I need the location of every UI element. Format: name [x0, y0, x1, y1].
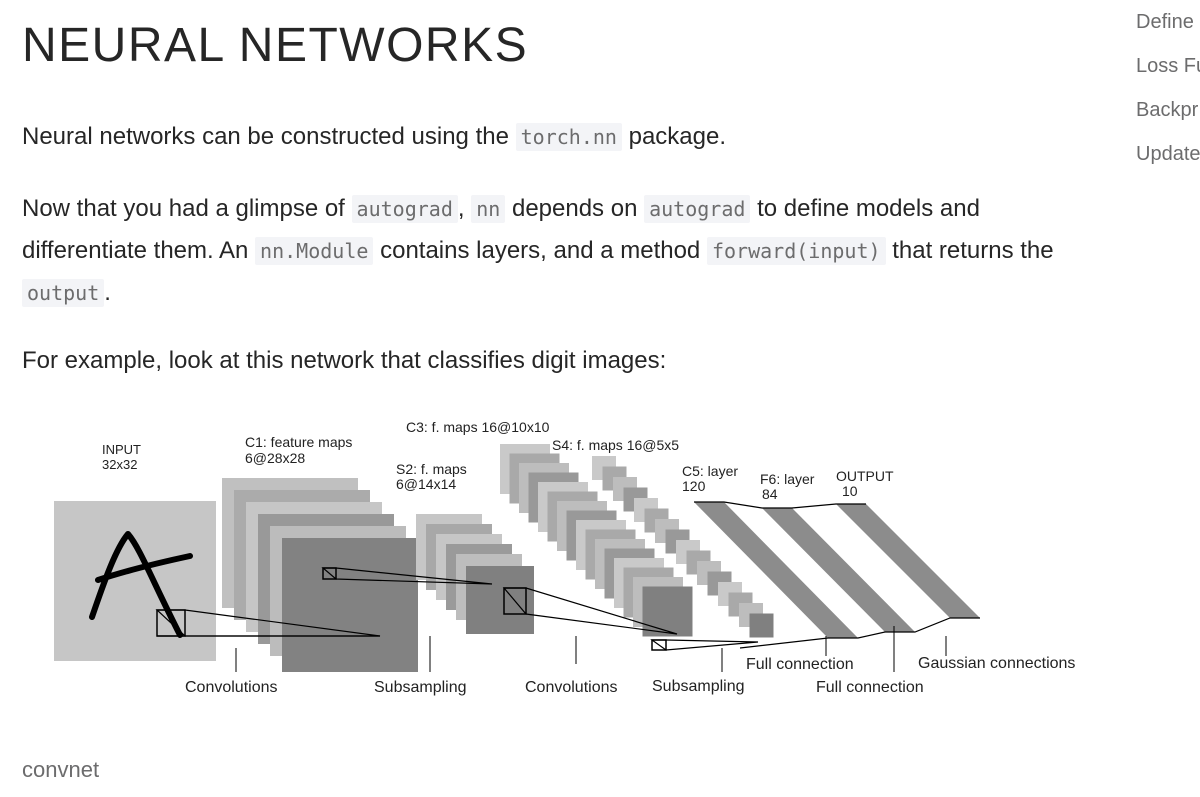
op-subsampling-label-1: Subsampling	[374, 679, 467, 696]
text-span: Now that you had a glimpse of	[22, 195, 352, 222]
inline-code: forward(input)	[706, 237, 886, 265]
op-convolutions-label-1: Convolutions	[185, 679, 278, 696]
full-connection-top-edge	[694, 501, 866, 509]
convnet-diagram: INPUT 32x32 C1: feature maps 6@28x28 S2:…	[54, 419, 1075, 696]
s2-size-label: 6@14x14	[396, 476, 456, 492]
table-of-contents: Define Loss Fu Backpr Update	[1136, 0, 1200, 176]
inline-code: nn	[471, 195, 506, 223]
input-size-label: 32x32	[102, 457, 137, 472]
input-image	[54, 501, 216, 661]
inline-code: autograd	[351, 195, 458, 223]
toc-item-backprop[interactable]: Backpr	[1136, 99, 1199, 121]
s4-label: S4: f. maps 16@5x5	[552, 437, 679, 453]
f6-size-label: 84	[762, 486, 778, 502]
text-span: to define models and differentiate them.…	[22, 195, 980, 264]
inline-code: torch.nn	[515, 123, 622, 151]
c1-size-label: 6@28x28	[245, 450, 305, 466]
op-convolutions-label-2: Convolutions	[525, 679, 618, 696]
c5-label: C5: layer	[682, 463, 738, 479]
page-title: NEURAL NETWORKS	[22, 19, 529, 72]
inline-code: output	[22, 279, 105, 307]
c1-map-6	[282, 538, 418, 672]
f6-label: F6: layer	[760, 471, 815, 487]
text-span: depends on	[505, 195, 645, 222]
op-subsampling-label-2: Subsampling	[652, 678, 745, 695]
toc-item-loss-function[interactable]: Loss Fu	[1136, 55, 1200, 77]
inline-code: autograd	[644, 195, 751, 223]
output-size-label: 10	[842, 483, 858, 499]
text-span: Neural networks can be constructed using…	[22, 123, 516, 150]
f6-layer-band	[762, 508, 915, 632]
s4-stack	[592, 456, 774, 638]
op-full-connection-label-1: Full connection	[746, 656, 854, 673]
intro-paragraph: Neural networks can be constructed using…	[22, 116, 726, 158]
subsample1-projection	[321, 567, 493, 585]
output-label: OUTPUT	[836, 468, 894, 484]
c3-label: C3: f. maps 16@10x10	[406, 419, 550, 435]
c1-label: C1: feature maps	[245, 434, 352, 450]
s2-label: S2: f. maps	[396, 461, 467, 477]
conv2-projection	[502, 587, 678, 635]
c3-map-16	[642, 586, 693, 637]
figure-caption: convnet	[22, 757, 100, 782]
text-span: contains layers, and a method	[373, 237, 707, 264]
full-connection-bottom-edge	[739, 617, 980, 649]
text-span: that returns the	[885, 237, 1054, 264]
subsample2-projection	[650, 639, 759, 651]
c3-stack	[500, 444, 693, 637]
text-span: ,	[457, 195, 472, 222]
handwritten-a-glyph	[89, 531, 193, 638]
s2-map-6	[466, 566, 534, 634]
c5-layer-band	[694, 502, 858, 638]
toc-item-define[interactable]: Define	[1136, 11, 1194, 33]
example-paragraph: For example, look at this network that c…	[22, 347, 667, 374]
op-gaussian-label: Gaussian connections	[918, 655, 1075, 672]
autograd-paragraph: Now that you had a glimpse of autograd, …	[22, 188, 1102, 314]
output-layer-band	[836, 504, 980, 618]
text-span: package.	[621, 123, 727, 150]
s4-map-16	[749, 613, 774, 638]
toc-item-update-weights[interactable]: Update	[1136, 143, 1200, 165]
input-label: INPUT	[102, 442, 141, 457]
inline-code: nn.Module	[255, 237, 374, 265]
op-full-connection-label-2: Full connection	[816, 679, 924, 696]
c5-size-label: 120	[682, 478, 706, 494]
text-span: .	[104, 279, 111, 306]
